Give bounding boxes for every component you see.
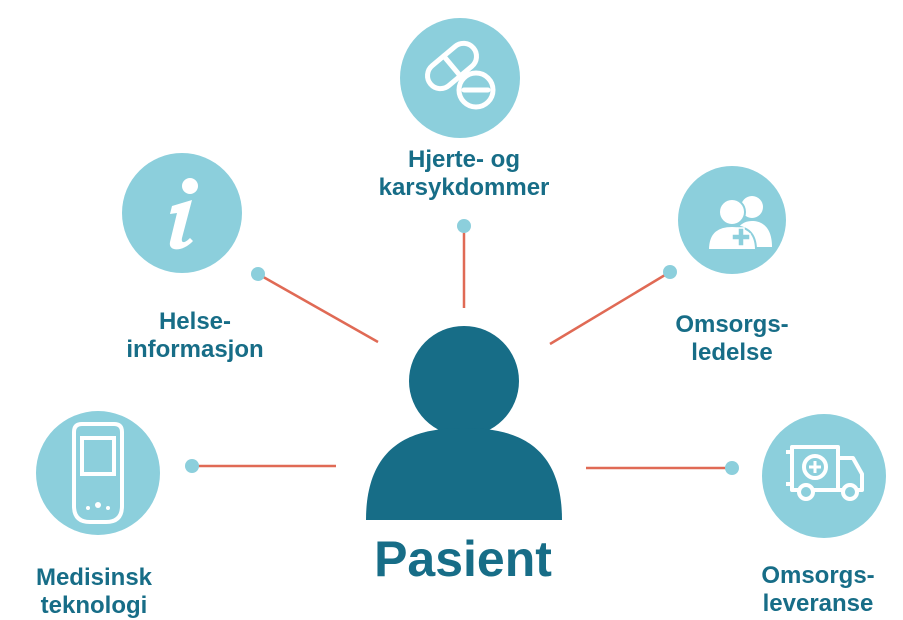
connector-dot-tech	[185, 459, 199, 473]
node-info	[122, 153, 242, 273]
pills-icon	[425, 40, 496, 110]
node-heart	[400, 18, 520, 138]
node-delivery	[762, 414, 886, 538]
ambulance-icon	[786, 445, 864, 501]
connectors	[185, 219, 739, 475]
node-label-info-line2: informasjon	[126, 336, 264, 363]
node-label-care-mgmt: Omsorgs- ledelse	[652, 311, 812, 367]
node-tech	[36, 411, 160, 535]
connector-dot-care-mgmt	[663, 265, 677, 279]
node-label-tech-line1: Medisinsk	[35, 564, 153, 591]
care-team-icon	[706, 196, 772, 251]
node-label-info-line1: Helse-	[158, 308, 232, 335]
node-label-heart-line1: Hjerte- og	[407, 146, 520, 173]
node-label-tech: Medisinsk teknologi	[8, 564, 180, 620]
node-label-tech-line2: teknologi	[40, 592, 148, 619]
node-label-heart: Hjerte- og karsykdommer	[354, 146, 574, 202]
connector-dot-delivery	[725, 461, 739, 475]
node-label-care-mgmt-line2: ledelse	[691, 339, 773, 366]
connector-info	[257, 272, 379, 344]
glucose-meter-icon	[72, 422, 124, 524]
info-icon	[169, 178, 198, 250]
connector-dot-heart	[457, 219, 471, 233]
node-label-heart-line2: karsykdommer	[378, 174, 550, 201]
connector-dot-info	[251, 267, 265, 281]
node-label-delivery-line2: leveranse	[762, 590, 874, 617]
node-label-care-mgmt-line1: Omsorgs-	[675, 311, 789, 338]
connector-care-mgmt	[549, 270, 671, 346]
node-label-info: Helse- informasjon	[100, 308, 290, 364]
node-label-delivery: Omsorgs- leveranse	[738, 562, 898, 618]
person-icon	[366, 326, 562, 520]
node-care-mgmt	[678, 166, 786, 274]
node-label-delivery-line1: Omsorgs-	[761, 562, 875, 589]
center-label: Pasient	[374, 531, 552, 587]
